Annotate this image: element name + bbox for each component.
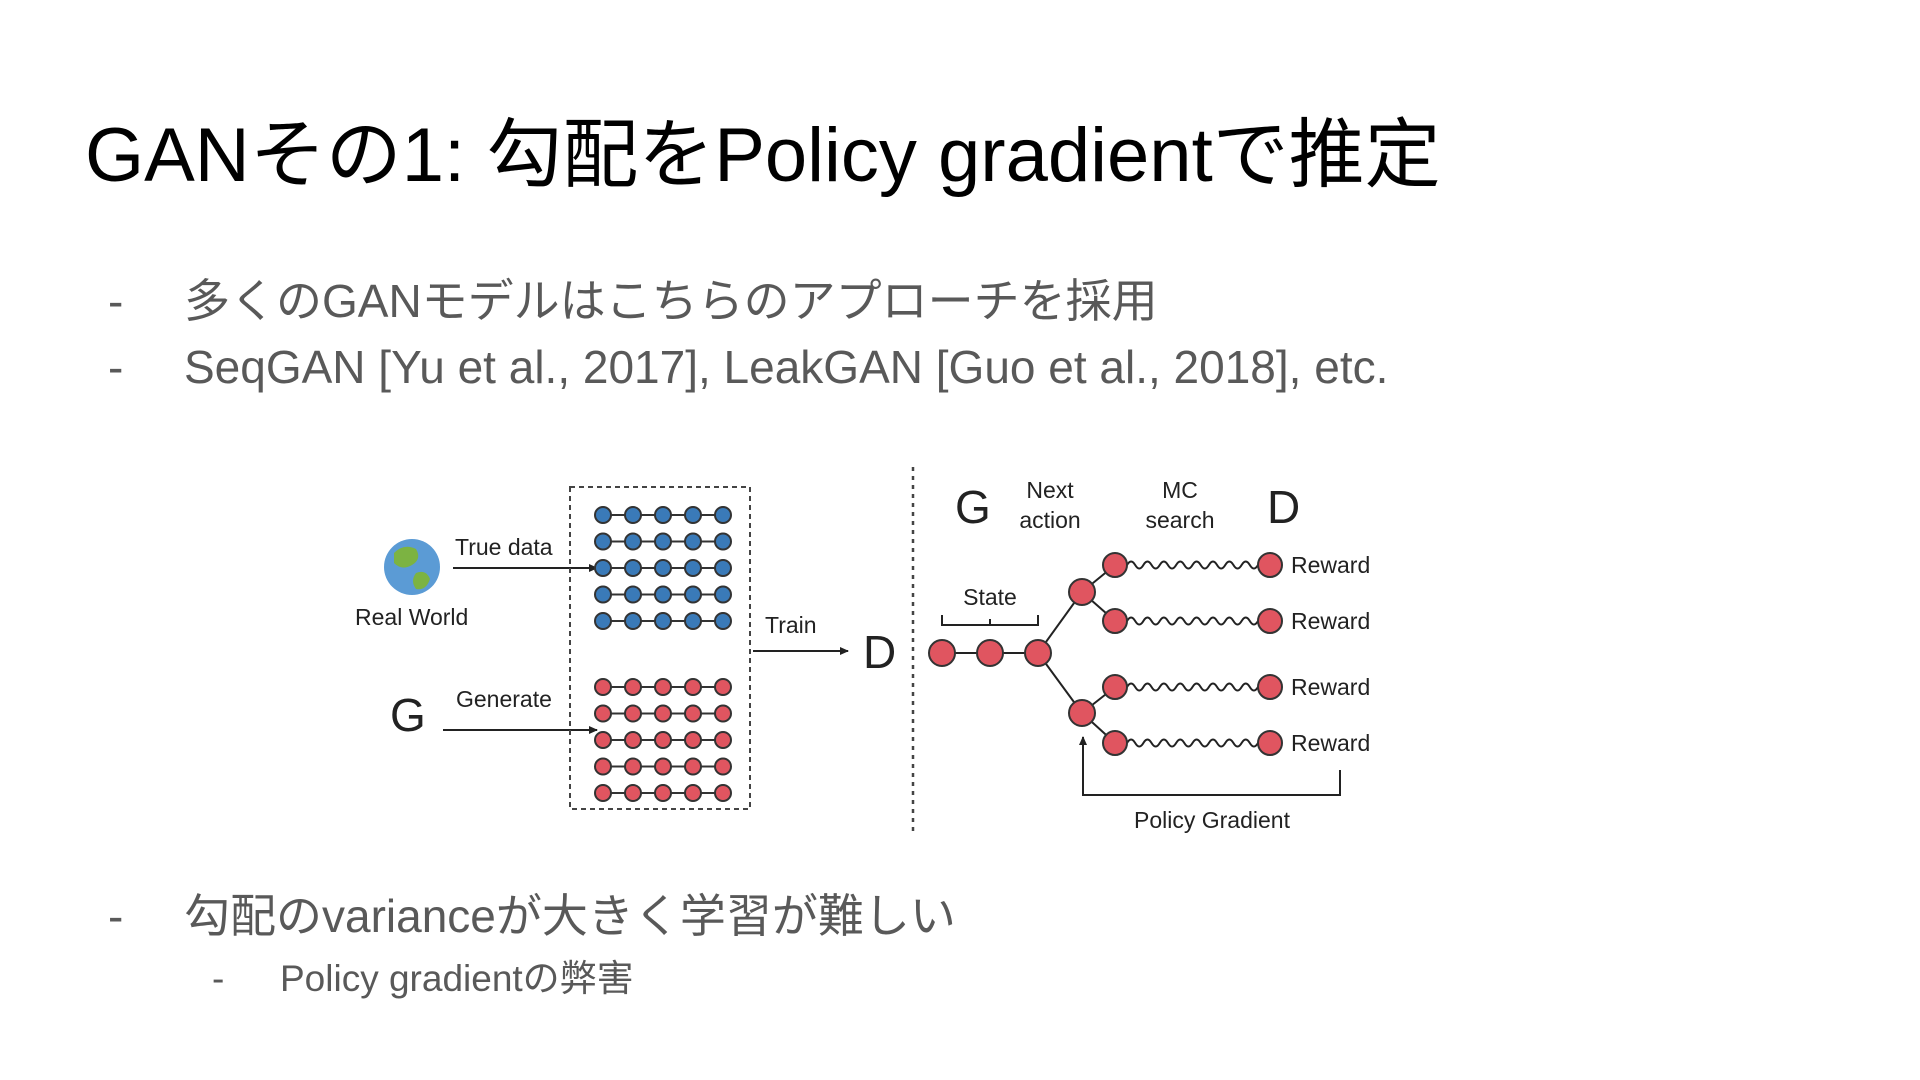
token-node [714, 784, 732, 802]
reward-label: Reward [1291, 730, 1370, 756]
token-node [624, 559, 642, 577]
discriminator-label-right: D [1267, 481, 1300, 533]
token-node [654, 731, 672, 749]
token-node [594, 506, 612, 524]
token-node [594, 757, 612, 776]
rollout-path [1126, 560, 1259, 570]
generate-label: Generate [456, 686, 552, 712]
token-node [684, 559, 702, 577]
true-data-label: True data [455, 534, 553, 560]
token-node [594, 612, 612, 630]
token-node [684, 506, 702, 524]
seqgan-diagram: Real World True data G Generate Train D … [355, 467, 1370, 835]
generated-sequences [594, 678, 732, 802]
token-node [594, 532, 612, 551]
token-node [684, 731, 702, 749]
next-action-label-line2: action [1019, 507, 1080, 533]
reward-label: Reward [1291, 608, 1370, 634]
real-world-label: Real World [355, 604, 468, 630]
token-node [624, 704, 642, 723]
token-node [684, 704, 702, 723]
token-node [594, 559, 612, 577]
generator-label: G [390, 689, 426, 741]
token-node [714, 532, 732, 551]
token-node [624, 532, 642, 551]
token-node [714, 704, 732, 723]
token-node [654, 532, 672, 551]
token-node [654, 784, 672, 802]
token-node [624, 784, 642, 802]
token-node [624, 612, 642, 630]
next-action-label-line1: Next [1026, 477, 1074, 503]
state-bracket [941, 615, 1039, 626]
token-node [654, 612, 672, 630]
token-node [684, 678, 702, 696]
token-node [654, 704, 672, 723]
discriminator-label: D [863, 626, 896, 678]
token-node [714, 585, 732, 604]
bullet-text: 多くのGANモデルはこちらのアプローチを採用 [184, 275, 1158, 327]
policy-gradient-arrow [1079, 736, 1341, 796]
policy-gradient-label: Policy Gradient [1134, 807, 1291, 833]
rollout-path [1126, 738, 1259, 748]
rollout-end-nodes [1257, 552, 1283, 756]
token-node [594, 704, 612, 723]
reward-label: Reward [1291, 674, 1370, 700]
token-node [714, 612, 732, 630]
bullet-dash: - [108, 275, 124, 327]
token-node [654, 506, 672, 524]
token-node [654, 559, 672, 577]
action-nodes [1068, 578, 1096, 727]
bullet-dash: - [212, 958, 225, 999]
rollout-path [1126, 682, 1259, 692]
token-node [624, 757, 642, 776]
state-nodes [928, 639, 1052, 667]
globe-icon [384, 539, 440, 595]
token-node [624, 731, 642, 749]
token-node [684, 612, 702, 630]
training-data-box [569, 486, 751, 810]
token-node [654, 757, 672, 776]
mc-search-label-line2: search [1145, 507, 1214, 533]
generator-label-right: G [955, 481, 991, 533]
token-node [714, 757, 732, 776]
token-node [684, 532, 702, 551]
bullet-dash: - [108, 890, 124, 942]
token-node [684, 784, 702, 802]
token-node [594, 585, 612, 604]
mc-rollouts [1126, 560, 1259, 748]
slide-title: GANその1: 勾配をPolicy gradientで推定 [85, 113, 1441, 198]
bullet-text: Policy gradientの弊害 [280, 958, 634, 999]
bullet-text: SeqGAN [Yu et al., 2017], LeakGAN [Guo e… [184, 341, 1389, 393]
token-node [624, 585, 642, 604]
token-node [624, 506, 642, 524]
token-node [714, 559, 732, 577]
token-node [624, 678, 642, 696]
rollout-path [1126, 616, 1259, 626]
token-node [714, 678, 732, 696]
token-node [654, 585, 672, 604]
real-sequences [594, 506, 732, 630]
bullet-text: 勾配のvarianceが大きく学習が難しい [184, 890, 956, 942]
token-node [684, 585, 702, 604]
token-node [714, 731, 732, 749]
token-node [594, 784, 612, 802]
state-label: State [963, 584, 1017, 610]
reward-label: Reward [1291, 552, 1370, 578]
mc-search-label-line1: MC [1162, 477, 1198, 503]
token-node [594, 731, 612, 749]
token-node [594, 678, 612, 696]
bullet-dash: - [108, 341, 124, 393]
train-label: Train [765, 612, 817, 638]
token-node [684, 757, 702, 776]
rollout-start-nodes [1102, 552, 1128, 756]
token-node [654, 678, 672, 696]
token-node [714, 506, 732, 524]
